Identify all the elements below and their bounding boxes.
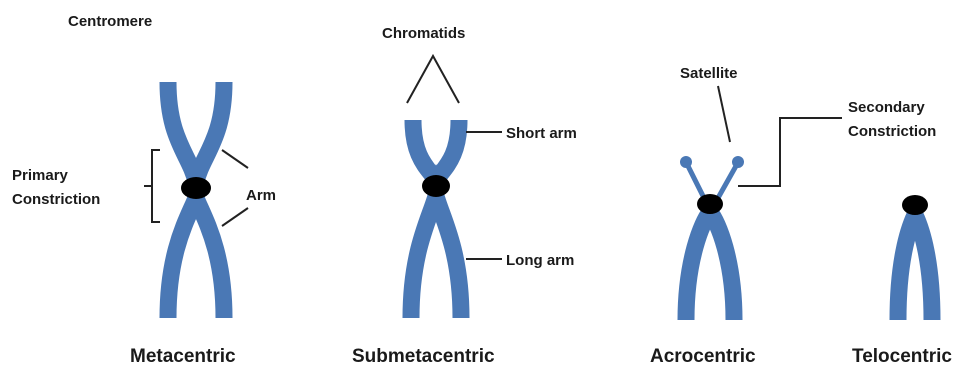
arm-label: Arm (246, 187, 276, 204)
acrocentric-label: Acrocentric (650, 346, 756, 367)
chromatids-label: Chromatids (382, 25, 465, 42)
metacentric-lower-arms (168, 198, 224, 318)
telocentric-centromere (902, 195, 928, 215)
acrocentric-long-arms (686, 212, 734, 320)
long-arm-label: Long arm (506, 252, 574, 269)
satellite-label: Satellite (680, 65, 738, 82)
primary-constriction-label-line1: Primary (12, 167, 69, 184)
secondary-constriction-label-line2: Constriction (848, 123, 936, 140)
acrocentric-chromosome (680, 156, 744, 320)
submetacentric-centromere (422, 175, 450, 197)
secondary-constriction-label-line1: Secondary (848, 99, 925, 116)
acrocentric-centromere (697, 194, 723, 214)
secondary-constriction-pointer (738, 118, 842, 186)
acrocentric-satellite-stalk-right (718, 166, 736, 198)
metacentric-upper-arms (168, 82, 224, 182)
satellite-pointer (718, 86, 730, 142)
metacentric-chromosome (168, 82, 224, 318)
submetacentric-long-arms (411, 196, 461, 318)
arm-pointer-lower (222, 208, 248, 226)
submetacentric-label: Submetacentric (352, 346, 495, 367)
primary-constriction-label-line2: Constriction (12, 191, 100, 208)
metacentric-centromere (181, 177, 211, 199)
acrocentric-satellite-right (732, 156, 744, 168)
telocentric-arms (898, 215, 932, 320)
submetacentric-chromosome (411, 120, 461, 318)
arm-pointer-upper (222, 150, 248, 168)
telocentric-chromosome (898, 195, 932, 320)
telocentric-label: Telocentric (852, 346, 952, 367)
centromere-label: Centromere (68, 13, 152, 30)
primary-constriction-bracket (144, 150, 160, 222)
chromatids-pointer (407, 56, 459, 103)
metacentric-label: Metacentric (130, 346, 236, 367)
short-arm-label: Short arm (506, 125, 577, 142)
acrocentric-satellite-left (680, 156, 692, 168)
acrocentric-satellite-stalk-left (688, 166, 704, 198)
